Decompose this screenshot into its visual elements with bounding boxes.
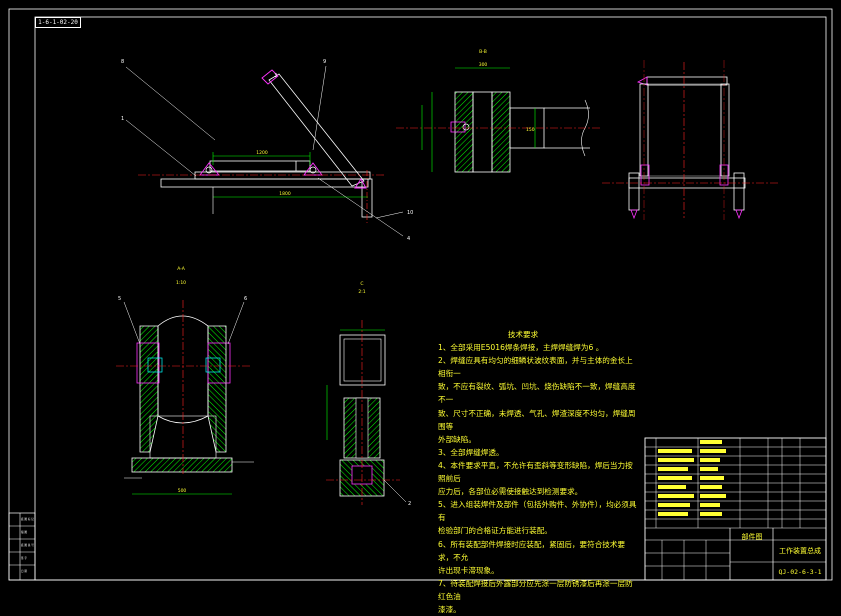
main-view: 1200 1800 8 9 1 3 10 4 (121, 59, 413, 242)
notes-line: 7、待装配焊接后外露部分应先涂一层防锈漆后再涂一层防红色油 (438, 578, 633, 601)
notes-line: 6、所有装配部件焊接时应装配，紧固后，要符合技术要求，不允 (438, 539, 626, 562)
title-block: 部件图 工作装置总成 QJ-02-6-3-1 (644, 437, 827, 581)
drawing-sheet: 1200 1800 8 9 1 3 10 4 B-B 300 150 (8, 8, 833, 581)
part-name: 部件图 (742, 532, 763, 541)
strip-cell: 描 图 (21, 531, 28, 534)
view-label: A-A (177, 266, 186, 272)
revision-strip-labels: 底 图 标 记 描 图 底 图 总 号 签 字 日 期 (21, 513, 35, 578)
view-label: B-B (479, 49, 487, 55)
detail-c-view: C 2:1 2 (326, 281, 411, 507)
notes-line: 3、全部焊缝焊透。 (438, 447, 504, 457)
drawing-name: 工作装置总成 (779, 546, 821, 555)
dim-text: 300 (479, 62, 488, 68)
side-view (602, 60, 778, 220)
notes-line: 2、焊缝应具有均匀的细鳞状波纹表面，并与主体的金长上相衔一 (438, 356, 633, 379)
notes-line: 许出现卡滞现象。 (438, 565, 499, 575)
view-label: C (360, 281, 363, 287)
notes-line: 1、全部采用E5016焊条焊接，主焊焊缝焊为6 。 (438, 343, 604, 353)
notes-line: 外部缺陷。 (438, 434, 476, 444)
notes-line: 致，不应有裂纹、弧坑、凹坑、烧伤缺陷不一致，焊缝高度不一 (438, 382, 636, 405)
balloon: 5 (118, 296, 121, 302)
dim-text: 1200 (256, 150, 268, 156)
balloon: 8 (121, 59, 124, 65)
balloon: 4 (407, 236, 410, 242)
balloon: 6 (244, 296, 247, 302)
balloon: 1 (121, 116, 124, 122)
dim-text: 150 (526, 127, 535, 133)
section-b-view: B-B 300 150 (396, 49, 600, 173)
strip-cell: 签 字 (21, 557, 28, 560)
balloon: 9 (323, 59, 326, 65)
inner-border (34, 16, 827, 581)
drawing-number: QJ-02-6-3-1 (778, 568, 821, 576)
notes-line: 5、进入组装焊件及部件（包括外购件、外协件），均必须具有 (438, 500, 637, 523)
drawing-code-box: 1-6-1-02-20 (35, 17, 81, 28)
notes-line: 致、尺寸不正确，未焊透、气孔、焊渣深度不均匀，焊缝周围等 (438, 408, 636, 431)
notes-line: 4、本件要求平直，不允许有歪斜等变形缺陷，焊后当力按照前后 (438, 460, 633, 484)
bom-rows (645, 438, 826, 529)
technical-notes: 技术要求 1、全部采用E5016焊条焊接，主焊焊缝焊为6 。 2、焊缝应具有均匀… (438, 328, 638, 616)
dim-text: 1800 (279, 191, 291, 197)
notes-line: 检验部门的合格证方能进行装配。 (438, 526, 552, 536)
section-a-view: A-A 1:10 500 5 6 (116, 266, 254, 495)
strip-cell: 底 图 总 号 (21, 544, 34, 547)
notes-title: 技术要求 (507, 330, 539, 339)
balloon: 10 (407, 210, 413, 216)
balloon: 3 (274, 73, 277, 79)
dim-text: 500 (178, 488, 187, 494)
strip-cell: 日 期 (21, 570, 28, 573)
strip-cell: 底 图 标 记 (21, 518, 34, 521)
view-scale: 1:10 (176, 280, 186, 286)
balloon: 2 (408, 501, 411, 507)
revision-strip (8, 512, 36, 581)
notes-line: 漆漆。 (438, 604, 461, 614)
notes-line: 应力后，各部位必需使接触达到检测要求。 (438, 487, 583, 497)
view-scale: 2:1 (358, 289, 365, 295)
